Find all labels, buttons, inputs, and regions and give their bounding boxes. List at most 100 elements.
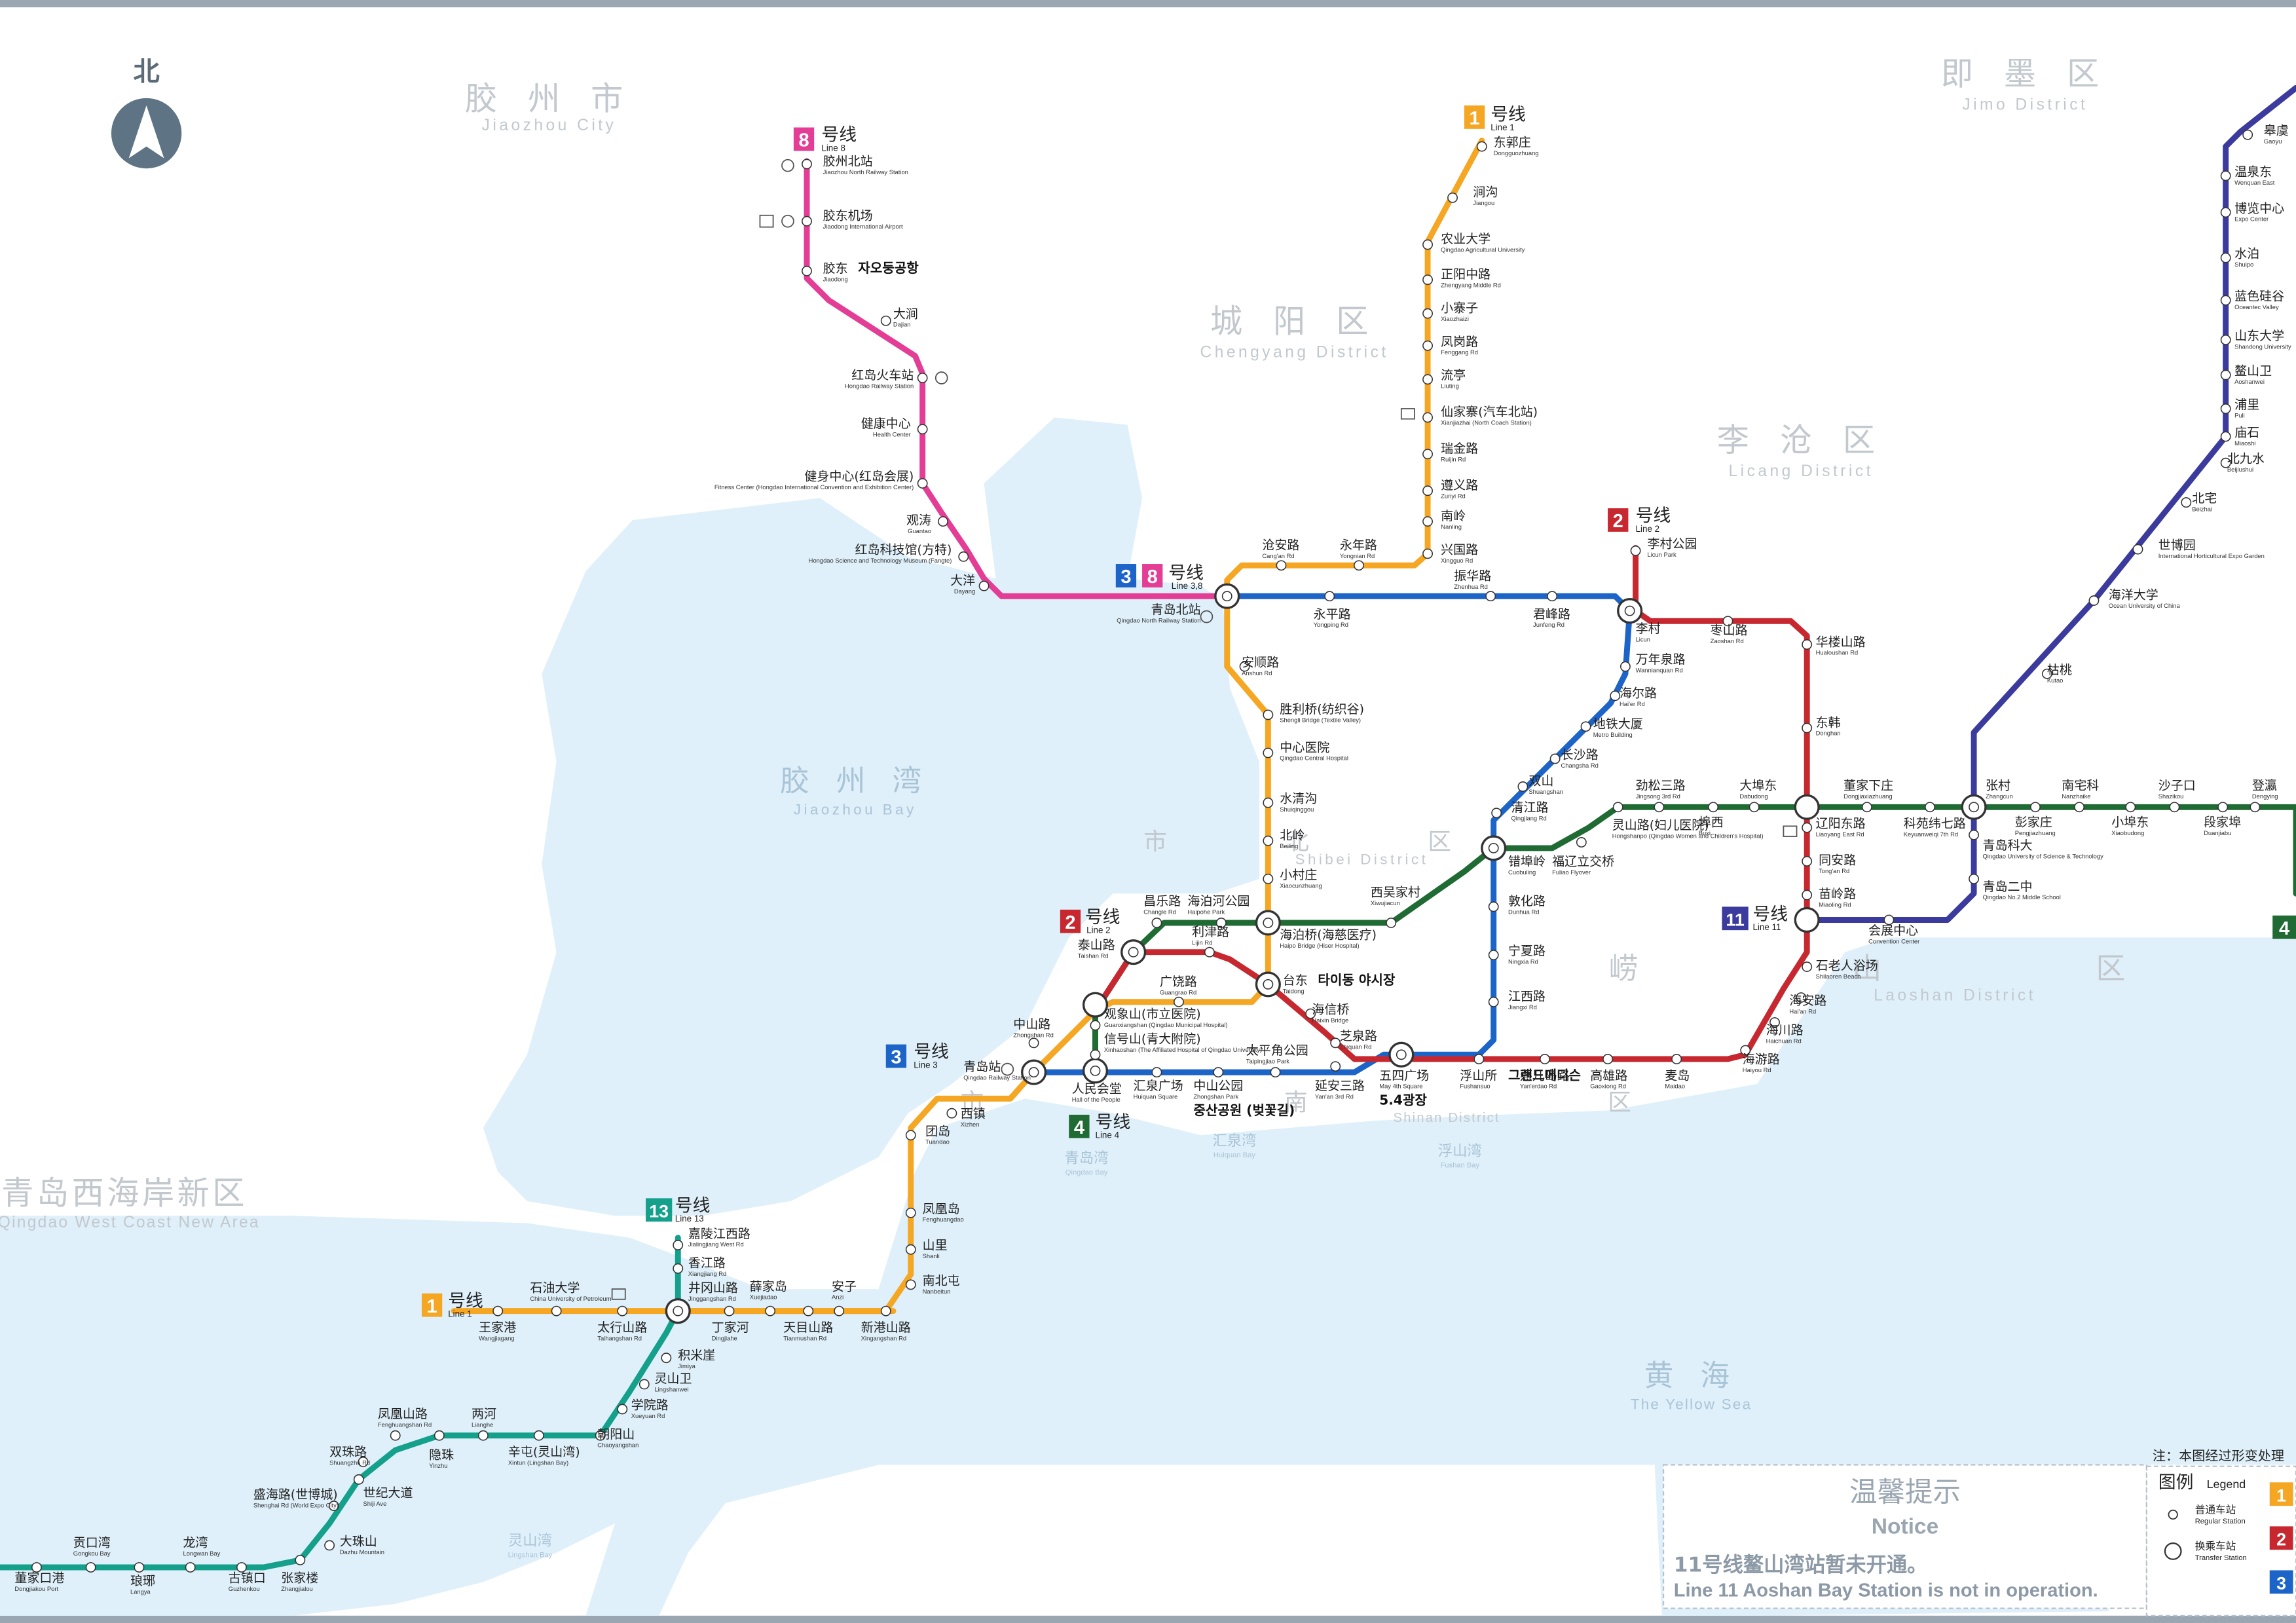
station-name-en: Maidao (1665, 1083, 1685, 1090)
station-name-en: Jiaozhou North Railway Station (823, 168, 908, 176)
station-marker (2132, 544, 2143, 555)
station-marker (1422, 340, 1434, 351)
station-name-en: Dazhu Mountain (340, 1548, 384, 1556)
line-label-en: Line 11 (1752, 922, 1781, 932)
station-name-cn: 灵山路(妇儿医院) (1612, 818, 1709, 832)
station-name-cn: 健身中心(红岛会展) (804, 470, 914, 484)
station-name-en: Xiaozhaizi (1441, 315, 1469, 322)
station-name-en: Hongdao Science and Technology Museum (F… (809, 557, 952, 564)
line-label: 11 号线 Line 11 (1722, 904, 1788, 932)
station-marker (328, 1501, 339, 1512)
water-name-cn: 浮山湾 (1438, 1143, 1482, 1160)
station-marker (802, 215, 812, 227)
station-marker (639, 1379, 650, 1390)
station-name-en: Huiquan Square (1134, 1092, 1178, 1100)
station-name-cn: 李村公园 (1647, 536, 1697, 551)
station-marker (390, 1430, 401, 1441)
station-name-en: Haixin Bridge (1312, 1017, 1348, 1024)
station-marker (1386, 918, 1397, 928)
station-name-en: Xiaobudong (2111, 829, 2144, 836)
station-name-cn: 中山公园 (1193, 1079, 1243, 1093)
station-marker (673, 1240, 684, 1250)
district-name-en: Chengyang District (1200, 344, 1389, 362)
station-name-en: Wenquan East (2234, 179, 2275, 186)
station-name-cn: 遵义路 (1441, 478, 1478, 493)
station-name-en: Fenghuangdao (923, 1216, 964, 1223)
station-name-cn: 辛屯(灵山湾) (508, 1445, 580, 1459)
station-name-cn: 昌乐路 (1143, 894, 1181, 908)
district-name-en: Shibei District (1295, 851, 1429, 868)
station-name-cn: 天目山路 (783, 1320, 833, 1335)
station-name-cn: 胶东机场 (823, 208, 873, 223)
station-name-en: Buxi (1699, 829, 1711, 836)
yellow-sea-water (0, 937, 2296, 1616)
station-name-en: Shuangzhu Rd (329, 1459, 370, 1466)
station-name-en: Yongnian Rd (1340, 552, 1375, 559)
water-name-en: Huiquan Bay (1213, 1151, 1255, 1159)
legend-line-chip (2269, 1526, 2293, 1550)
line-label: 1 号线 Line 1 (1464, 104, 1526, 132)
station-marker (1422, 374, 1434, 385)
railway-icon (781, 159, 794, 172)
transfer-station-marker (1082, 992, 1109, 1018)
station-name-en: Guangrao Rd (1160, 989, 1196, 996)
station-name-en: Miaoshi (2234, 439, 2255, 447)
coach-station-icon (1783, 825, 1798, 837)
station-name-en: Shengli Bridge (Textile Valley) (1280, 717, 1361, 724)
station-marker (1491, 808, 1502, 819)
station-name-en: May 4th Square (1379, 1083, 1422, 1090)
station-name-cn: 君峰路 (1533, 607, 1570, 622)
transfer-station-marker (1794, 794, 1820, 820)
line-label: 13 号线 Line 13 (646, 1196, 710, 1223)
station-name-en: Fushansuo (1460, 1083, 1490, 1090)
station-marker (533, 1430, 544, 1441)
station-name-en: Convention Center (1868, 937, 1919, 944)
station-name-cn: 水泊 (2234, 247, 2259, 261)
station-name-cn: 庙石 (2234, 425, 2259, 439)
district-name-cn: 李 沧 区 (1717, 421, 1885, 459)
station-name-cn: 温泉东 (2234, 164, 2272, 179)
line-label: 3 8 号线 Line 3,8 (1115, 563, 1204, 591)
station-name-en: Ocean University of China (2109, 602, 2181, 609)
station-marker (1330, 1037, 1341, 1049)
station-name-en: Zhongshan Rd (1013, 1031, 1054, 1038)
station-name-en: Qingdao University of Science & Technolo… (1983, 853, 2104, 860)
station-name-cn: 胶东 (823, 261, 848, 276)
station-name-en: Fitness Center (Hongdao International Co… (714, 483, 914, 491)
legend-transfer-en: Transfer Station (2195, 1554, 2247, 1562)
station-name-cn: 涧沟 (1473, 185, 1498, 200)
line-label-en: Line 8 (821, 143, 845, 153)
station-name-cn: 错埠岭 (1508, 855, 1546, 869)
station-name-en: Beijiushui (2227, 466, 2253, 473)
station-marker (2220, 295, 2231, 306)
station-name-en: Zhangjialou (281, 1585, 312, 1592)
line-number: 8 (1147, 567, 1158, 588)
station-marker (1476, 141, 1487, 152)
station-marker (1090, 1065, 1101, 1076)
station-name-cn: 水清沟 (1280, 792, 1317, 806)
station-marker (617, 1305, 628, 1316)
station-marker (85, 1562, 96, 1573)
station-name-cn: 浮山所 (1460, 1068, 1497, 1083)
station-name-en: Dengying (2252, 793, 2278, 800)
transfer-station-legend-icon (2164, 1542, 2182, 1560)
station-name-cn: 小埠东 (2111, 815, 2149, 829)
station-name-cn: 灵山卫 (654, 1371, 692, 1386)
station-marker (1549, 753, 1561, 764)
line-label-en: Line 13 (675, 1214, 704, 1223)
legend-line-chip (2269, 1570, 2293, 1594)
water-name-en: The Yellow Sea (1631, 1396, 1752, 1412)
station-name-en: Keyuanweiqi 7th Rd (1904, 830, 1958, 838)
station-name-en: Zunyi Rd (1441, 492, 1466, 499)
station-name-cn: 胜利桥(纺织谷) (1280, 702, 1364, 717)
station-marker (2220, 431, 2231, 442)
station-name-cn: 同安路 (1819, 853, 1856, 868)
station-name-en: Zhenhua Rd (1454, 583, 1488, 590)
station-name-cn: 东韩 (1816, 715, 1841, 730)
station-name-cn: 五四广场 (1379, 1068, 1429, 1083)
station-name-en: Zhongshan Park (1193, 1092, 1238, 1100)
station-name-en: Shiji Ave (363, 1500, 387, 1507)
station-marker (1263, 979, 1274, 990)
station-name-en: Aoshanwei (2234, 378, 2265, 385)
district-name-en: Shinan District (1394, 1111, 1500, 1125)
